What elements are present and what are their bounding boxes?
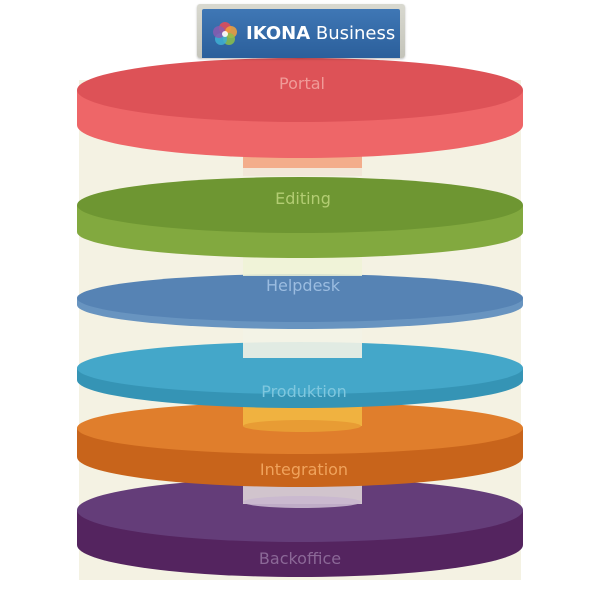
connector-integration-backoffice-cap: [243, 496, 361, 508]
layer-produktion-label: Produktion: [261, 382, 347, 401]
logo-wordmark: IKONA Business: [246, 23, 395, 44]
layer-helpdesk-label: Helpdesk: [266, 276, 341, 295]
connector-produktion-integration-cap: [243, 420, 361, 432]
layer-backoffice-label: Backoffice: [259, 549, 341, 568]
logo-badge: IKONA Business: [197, 4, 405, 58]
layer-editing-top: [77, 177, 523, 233]
layer-helpdesk: Helpdesk: [77, 274, 523, 329]
layer-integration-label: Integration: [260, 460, 348, 479]
layer-editing-label: Editing: [275, 189, 331, 208]
logo-suffix: Business: [315, 23, 396, 44]
layer-produktion: Produktion: [77, 342, 523, 408]
layer-helpdesk-top: [77, 274, 523, 322]
layer-backoffice-top: [77, 478, 523, 542]
petal-flower-icon: [213, 21, 237, 45]
layer-portal-top: [77, 58, 523, 122]
layer-produktion-top: [77, 342, 523, 394]
logo-bar: IKONA Business: [202, 9, 400, 58]
layer-editing: Editing: [77, 177, 523, 258]
layer-portal-label: Portal: [279, 74, 325, 93]
layer-backoffice: Backoffice: [77, 478, 523, 577]
logo-brand: IKONA: [246, 23, 311, 44]
layer-portal: Portal: [77, 58, 523, 158]
